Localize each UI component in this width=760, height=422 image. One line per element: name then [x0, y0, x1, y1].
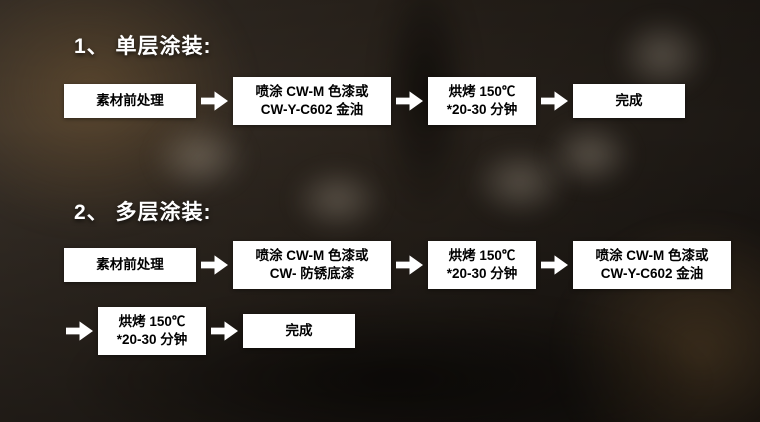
flow-arrow-icon — [201, 255, 228, 275]
background-lampshade-5 — [615, 15, 710, 95]
flow-step-bake: 烘烤 150℃ *20-30 分钟 — [428, 77, 536, 125]
section-1-title: 1、 单层涂装: — [74, 35, 212, 58]
flow-step-line: 素材前处理 — [96, 256, 164, 272]
flow-step-line: *20-30 分钟 — [116, 332, 188, 347]
flow-step-line: 烘烤 150℃ — [118, 313, 186, 329]
flow-step-done: 完成 — [573, 84, 685, 118]
flow-arrow-icon — [396, 91, 423, 111]
background-lampshade-4 — [545, 120, 635, 190]
flow-step-done: 完成 — [243, 314, 355, 348]
flow-step-line: 喷涂 CW-M 色漆或 — [595, 247, 709, 263]
flow-step-line: 烘烤 150℃ — [448, 83, 516, 99]
flow-step-line: *20-30 分钟 — [446, 266, 518, 281]
flow-step-line: *20-30 分钟 — [446, 102, 518, 117]
flow-arrow-icon — [66, 321, 93, 341]
flow-arrow-icon — [541, 91, 568, 111]
flow-step-line: 完成 — [615, 92, 643, 108]
flow-row-1: 素材前处理 喷涂 CW-M 色漆或 CW-Y-C602 金油 烘烤 150℃ *… — [64, 76, 685, 126]
background-lampshade-2 — [290, 165, 385, 235]
flow-step-bake: 烘烤 150℃ *20-30 分钟 — [428, 241, 536, 289]
flow-step-pretreatment: 素材前处理 — [64, 84, 196, 118]
flow-step-line: 烘烤 150℃ — [448, 247, 516, 263]
flow-step-bake: 烘烤 150℃ *20-30 分钟 — [98, 307, 206, 355]
flow-step-line: 素材前处理 — [96, 92, 164, 108]
background-lampshade-1 — [150, 120, 250, 195]
flow-arrow-icon — [201, 91, 228, 111]
flow-row-3: 烘烤 150℃ *20-30 分钟 完成 — [66, 306, 355, 356]
flow-step-line: CW-Y-C602 金油 — [260, 102, 364, 117]
flow-row-2: 素材前处理 喷涂 CW-M 色漆或 CW- 防锈底漆 烘烤 150℃ *20-3… — [64, 240, 731, 290]
flow-step-line: 完成 — [285, 322, 313, 338]
flow-arrow-icon — [541, 255, 568, 275]
flow-step-spray-topcoat: 喷涂 CW-M 色漆或 CW-Y-C602 金油 — [573, 241, 731, 289]
section-2-title: 2、 多层涂装: — [74, 201, 212, 224]
flow-step-spray-primer: 喷涂 CW-M 色漆或 CW- 防锈底漆 — [233, 241, 391, 289]
flow-step-spray-topcoat: 喷涂 CW-M 色漆或 CW-Y-C602 金油 — [233, 77, 391, 125]
flow-step-line: 喷涂 CW-M 色漆或 — [255, 247, 369, 263]
background-lampshade-3 — [470, 145, 570, 220]
flow-arrow-icon — [396, 255, 423, 275]
flow-step-line: CW-Y-C602 金油 — [600, 266, 704, 281]
flow-step-line: 喷涂 CW-M 色漆或 — [255, 83, 369, 99]
flow-arrow-icon — [211, 321, 238, 341]
flow-step-line: CW- 防锈底漆 — [269, 266, 355, 281]
flow-step-pretreatment: 素材前处理 — [64, 248, 196, 282]
